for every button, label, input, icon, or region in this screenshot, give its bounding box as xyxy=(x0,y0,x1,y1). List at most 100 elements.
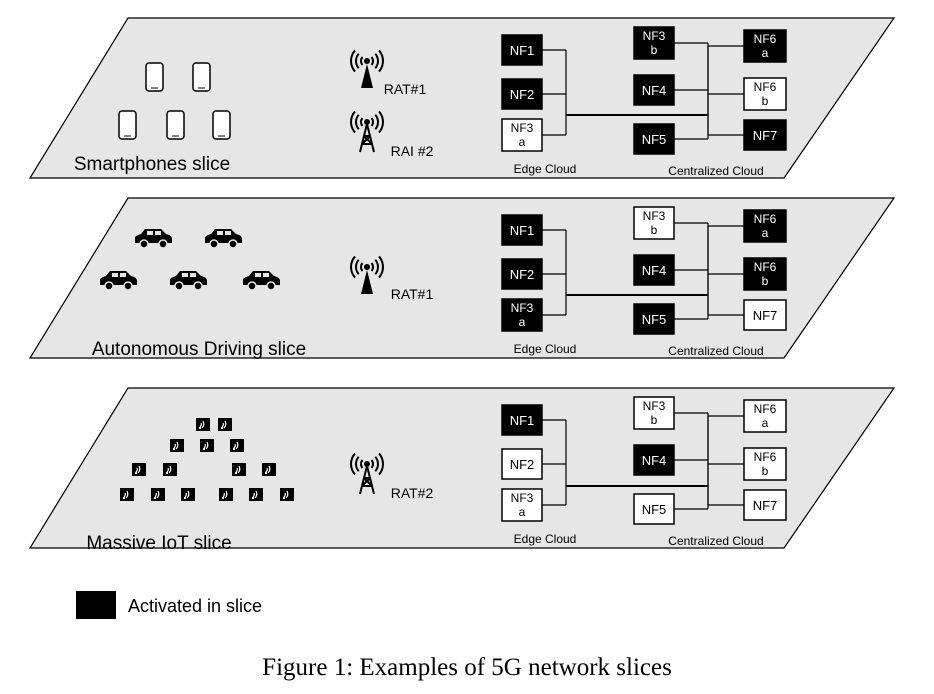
iot-sensor-icon xyxy=(249,488,263,501)
radio-wave-icon xyxy=(378,110,384,134)
nf-box-nf5 xyxy=(633,303,675,335)
nf-sublabel: b xyxy=(651,413,658,427)
radio-wave-icon xyxy=(360,56,364,66)
nf-label: NF2 xyxy=(510,457,535,472)
iot-sensor-icon xyxy=(151,488,165,501)
car-window-icon xyxy=(225,231,231,235)
nf-label: NF5 xyxy=(642,312,667,327)
nf-label: NF3 xyxy=(643,399,666,413)
nf-box-nf3a xyxy=(501,488,543,522)
iot-dot-icon xyxy=(264,471,268,475)
car-wheel-icon xyxy=(193,281,203,291)
iot-sensor-icon xyxy=(196,418,210,431)
nf-label: NF2 xyxy=(510,267,535,282)
nf-label: NF2 xyxy=(510,87,535,102)
edge-cloud-label: Edge Cloud xyxy=(514,162,577,176)
car-window-icon xyxy=(255,273,261,277)
iot-dot-icon xyxy=(232,447,236,451)
figure-caption: Figure 1: Examples of 5G network slices xyxy=(262,654,672,681)
centralized-cloud-label: Centralized Cloud xyxy=(668,344,763,358)
smartphone-icon xyxy=(166,110,185,140)
nf-label: NF3 xyxy=(511,301,534,315)
radio-wave-icon xyxy=(360,262,364,272)
rat-label: RAI #2 xyxy=(391,143,434,159)
nf-label: NF4 xyxy=(642,263,667,278)
iot-sensor-icon xyxy=(181,488,195,501)
iot-signal-icon xyxy=(265,465,271,474)
radio-wave-icon xyxy=(374,456,379,472)
car-wheel-icon xyxy=(266,281,276,291)
nf-box-nf3a xyxy=(501,298,543,332)
nf-box-nf3a xyxy=(501,118,543,152)
nf-label: NF6 xyxy=(754,402,777,416)
nf-label: NF1 xyxy=(510,43,535,58)
nf-box-nf4 xyxy=(633,74,675,106)
nf-box-nf5 xyxy=(633,123,675,155)
nf-label: NF4 xyxy=(642,83,667,98)
radio-wave-icon xyxy=(370,459,374,469)
radio-wave-icon xyxy=(350,255,356,279)
nf-sublabel: b xyxy=(651,43,658,57)
nf-label: NF6 xyxy=(754,80,777,94)
nf-box-nf6b xyxy=(743,257,787,291)
iot-sensor-icon xyxy=(280,488,294,501)
car-wheel-icon xyxy=(104,281,114,291)
radio-wave-icon xyxy=(370,56,374,66)
car-wheel-icon xyxy=(247,281,257,291)
iot-signal-icon xyxy=(166,465,172,474)
antenna-tip-icon xyxy=(364,119,370,125)
nf-box-nf4 xyxy=(633,254,675,286)
iot-signal-icon xyxy=(283,490,289,499)
iot-dot-icon xyxy=(172,447,176,451)
iot-dot-icon xyxy=(220,426,224,430)
nf-label: NF1 xyxy=(510,223,535,238)
nf-box-nf7 xyxy=(743,119,787,151)
iot-signal-icon xyxy=(233,441,239,450)
nf-box-nf1 xyxy=(501,404,543,436)
radio-wave-icon xyxy=(374,53,379,69)
nf-box-nf6a xyxy=(743,29,787,63)
nf-box-nf6b xyxy=(743,447,787,481)
nf-label: NF7 xyxy=(753,128,778,143)
nf-box-nf6a xyxy=(743,399,787,433)
iot-sensor-icon xyxy=(219,488,233,501)
nf-sublabel: a xyxy=(762,416,769,430)
radio-wave-icon xyxy=(350,49,356,73)
slice-plane-background xyxy=(28,17,896,179)
radio-wave-icon xyxy=(355,456,360,472)
radio-wave-icon xyxy=(378,255,384,279)
radio-wave-icon xyxy=(378,49,384,73)
iot-sensor-icon xyxy=(200,439,214,452)
iot-signal-icon xyxy=(222,490,228,499)
nf-box-nf2 xyxy=(501,258,543,290)
radio-wave-icon xyxy=(374,114,379,130)
car-wheel-icon xyxy=(174,281,184,291)
radio-wave-icon xyxy=(374,259,379,275)
nf-box-nf2 xyxy=(501,78,543,110)
nf-box-nf2 xyxy=(501,448,543,480)
nf-label: NF6 xyxy=(754,450,777,464)
iot-sensor-icon xyxy=(163,463,177,476)
nf-sublabel: a xyxy=(762,226,769,240)
radio-wave-icon xyxy=(360,117,364,127)
antenna-tip-icon xyxy=(364,264,370,270)
nf-box-nf5 xyxy=(633,493,675,525)
nf-sublabel: b xyxy=(762,464,769,478)
iot-dot-icon xyxy=(134,471,138,475)
legend-label: Activated in slice xyxy=(128,596,262,616)
nf-label: NF3 xyxy=(643,29,666,43)
iot-sensor-icon xyxy=(218,418,232,431)
nf-label: NF6 xyxy=(754,260,777,274)
nf-label: NF4 xyxy=(642,453,667,468)
nf-sublabel: a xyxy=(519,135,526,149)
radio-wave-icon xyxy=(370,262,374,272)
iot-signal-icon xyxy=(184,490,190,499)
car-wheel-icon xyxy=(209,239,219,249)
antenna-tip-icon xyxy=(364,461,370,467)
nf-sublabel: b xyxy=(762,94,769,108)
nf-label: NF7 xyxy=(753,498,778,513)
car-window-icon xyxy=(120,273,126,277)
